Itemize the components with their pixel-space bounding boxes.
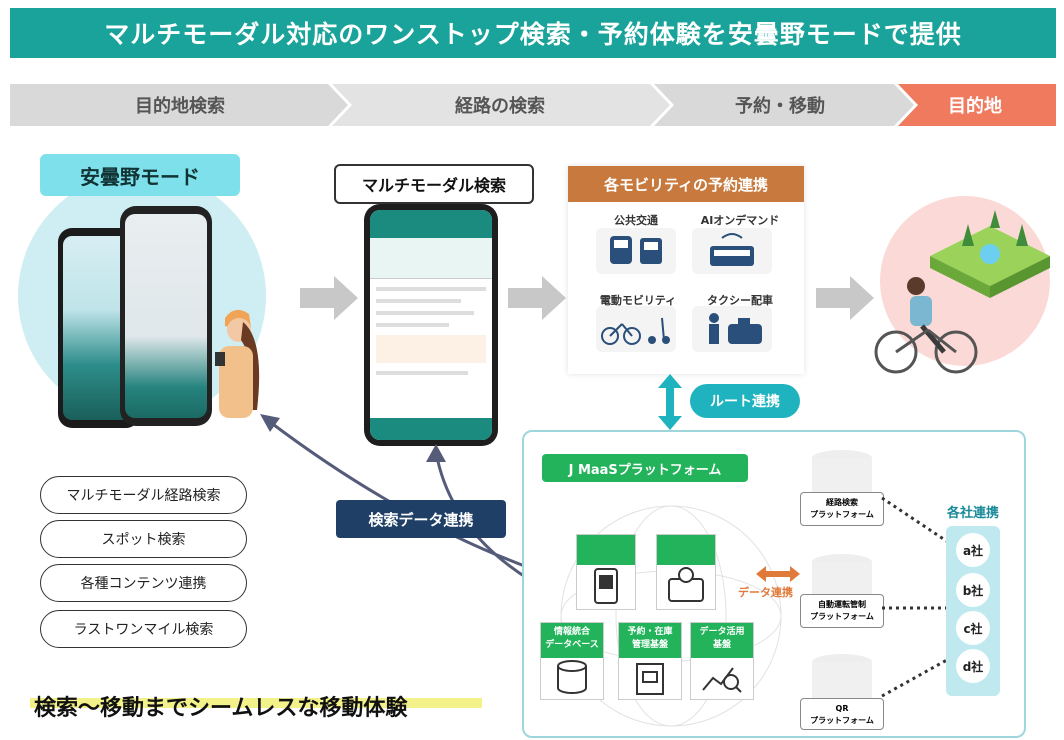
multimodal-search-label: マルチモーダル検索: [334, 164, 534, 204]
company-d: d社: [956, 649, 990, 683]
e-mobility-label: 電動モビリティ: [599, 294, 677, 307]
analytics-module-label: データ活用 基盤: [691, 623, 753, 658]
banner-title: マルチモーダル対応のワンストップ検索・予約体験を安曇野モードで提供: [10, 8, 1056, 58]
bicycle-scooter-icon: [601, 317, 670, 345]
step-chevron-1: [10, 84, 348, 126]
company-connectors: [881, 496, 955, 698]
route-search-platform-label: 経路検索 プラットフォーム: [800, 492, 884, 526]
reservation-module-card: 予約・在庫 管理基盤: [618, 622, 682, 700]
cyclist-illustration: [872, 270, 982, 384]
step-chevron-4: [898, 84, 1056, 126]
arrow-right-3: [816, 276, 874, 320]
step-chevron-2: [332, 84, 670, 126]
company-c: c社: [956, 611, 990, 645]
arrow-right-2: [508, 276, 566, 320]
feature-multimodal-route: マルチモーダル経路検索: [40, 476, 247, 514]
caption-highlight: [30, 698, 482, 708]
database-icon: [557, 660, 587, 694]
step-chevrons: [10, 84, 1056, 126]
company-b: b社: [956, 573, 990, 607]
database-module-card: 情報統合 データベース: [540, 622, 604, 700]
step-reserve-move: 予約・移動: [735, 96, 825, 117]
step-destination: 目的地: [948, 96, 1002, 117]
taxi-icon: [709, 313, 762, 344]
ai-ondemand-label: AIオンデマンド: [700, 214, 780, 227]
route-phone: [364, 204, 498, 446]
chart-magnifier-icon: [702, 667, 742, 693]
feature-spot-search: スポット検索: [40, 520, 247, 558]
qr-platform-label: QR プラットフォーム: [800, 698, 884, 730]
qr-module-card: [576, 534, 636, 610]
feature-content-link: 各種コンテンツ連携: [40, 564, 247, 602]
reservation-module-label: 予約・在庫 管理基盤: [619, 623, 681, 658]
reservation-title: 各モビリティの予約連携: [568, 166, 804, 202]
step-chevron-3: [654, 84, 914, 126]
train-bus-icon: [610, 236, 662, 264]
autonomous-platform: 自動運転管制 プラットフォーム: [800, 552, 884, 634]
analytics-module-card: データ活用 基盤: [690, 622, 754, 700]
taxi-label: タクシー配車: [707, 294, 773, 307]
company-a: a社: [956, 533, 990, 567]
park-illustration: [920, 206, 1060, 310]
inventory-icon: [636, 663, 664, 695]
qr-platform: QR プラットフォーム: [800, 652, 884, 734]
platform-title: J MaaSプラットフォーム: [542, 454, 748, 482]
app-mode-label: 安曇野モード: [40, 154, 240, 196]
autonomous-platform-label: 自動運転管制 プラットフォーム: [800, 594, 884, 628]
companies-title: 各社連携: [946, 506, 999, 521]
payment-icon: [668, 567, 704, 602]
bottom-caption: 検索〜移動までシームレスな移動体験: [34, 696, 408, 721]
ai-ondemand-card: [692, 228, 772, 274]
data-link-label: データ連携: [738, 586, 793, 599]
step-destination-search: 目的地検索: [135, 96, 225, 117]
e-mobility-card: [596, 306, 676, 352]
public-transit-label: 公共交通: [614, 214, 658, 227]
taxi-card: [692, 306, 772, 352]
route-search-platform: 経路検索 プラットフォーム: [800, 448, 884, 530]
data-link-arrow: [756, 566, 800, 582]
feature-last-one-mile: ラストワンマイル検索: [40, 610, 247, 648]
user-illustration: [205, 300, 265, 429]
ondemand-bus-icon: [710, 233, 754, 266]
database-module-label: 情報統合 データベース: [541, 623, 603, 658]
public-transit-card: [596, 228, 676, 274]
search-data-link-badge: 検索データ連携: [336, 500, 506, 538]
search-data-arrows: [260, 414, 531, 582]
route-link-badge: ルート連携: [690, 384, 800, 418]
arrow-right-1: [300, 276, 358, 320]
phone-front: [120, 206, 212, 426]
step-route-search: 経路の検索: [455, 96, 545, 117]
payment-module-card: [656, 534, 716, 610]
route-link-arrow: [658, 374, 682, 430]
qr-phone-icon: [594, 568, 618, 604]
